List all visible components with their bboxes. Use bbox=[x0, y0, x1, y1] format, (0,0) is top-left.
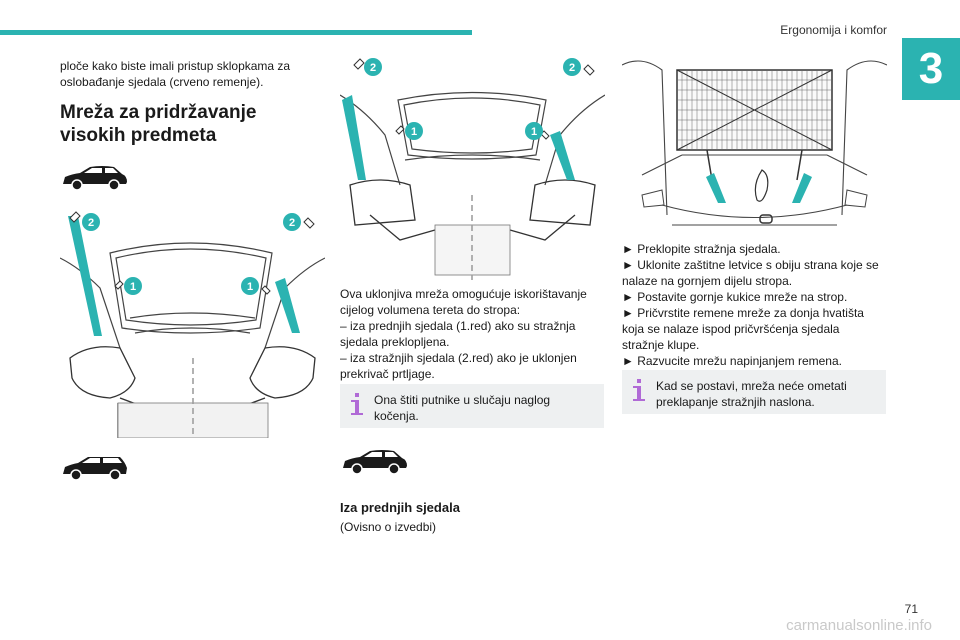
step-3: ► Postavite gornje kukice mreže na strop… bbox=[622, 290, 848, 304]
page-number: 71 bbox=[904, 602, 918, 616]
section-title: Mreža za pridržavanje visokih predmeta bbox=[60, 102, 257, 146]
info-note-text: Kad se postavi, mreža neće ometati prekl… bbox=[656, 379, 847, 409]
net-option-front: – iza prednjih sjedala (1.red) ako su st… bbox=[340, 319, 576, 349]
intro-text: ploče kako biste imali pristup sklopkama… bbox=[60, 59, 291, 89]
callout-2-right: 2 bbox=[289, 217, 295, 229]
step-1: ► Preklopite stražnja sjedala. bbox=[622, 242, 781, 256]
illustration-front-seats-net: 2 2 1 1 bbox=[60, 211, 325, 438]
chapter-number-tab: 3 bbox=[902, 38, 960, 100]
callout-1-right: 1 bbox=[531, 126, 537, 138]
callout-1-left: 1 bbox=[130, 281, 136, 293]
header-accent-bar bbox=[0, 30, 472, 35]
callout-2-right: 2 bbox=[569, 62, 575, 74]
step-2: ► Uklonite zaštitne letvice s obiju stra… bbox=[622, 258, 879, 288]
subsection-note: (Ovisno o izvedbi) bbox=[340, 520, 437, 534]
suv-car-icon bbox=[343, 450, 407, 475]
subsection-title: Iza prednjih sjedala bbox=[340, 500, 460, 515]
step-4: ► Pričvrstite remene mreže za donja hvat… bbox=[622, 306, 864, 352]
info-icon bbox=[351, 393, 363, 415]
info-note: Kad se postavi, mreža neće ometati prekl… bbox=[622, 370, 886, 414]
estate-car-icon bbox=[63, 457, 127, 481]
installation-steps: ► Preklopite stražnja sjedala. ► Uklonit… bbox=[622, 241, 884, 369]
callout-1-right: 1 bbox=[247, 281, 253, 293]
info-note: Ona štiti putnike u slučaju naglog kočen… bbox=[340, 384, 604, 428]
net-description: Ova uklonjiva mreža omogućuje iskorištav… bbox=[340, 287, 587, 317]
illustration-rear-seats-net: 2 2 1 1 bbox=[340, 58, 605, 280]
net-description-block: Ova uklonjiva mreža omogućuje iskorištav… bbox=[340, 286, 595, 382]
illustration-net-installation bbox=[622, 60, 887, 226]
info-note-text: Ona štiti putnike u slučaju naglog kočen… bbox=[374, 393, 551, 423]
step-5: ► Razvucite mrežu napinjanjem remena. bbox=[622, 354, 842, 368]
info-icon bbox=[633, 379, 645, 401]
chapter-title: Ergonomija i komfor bbox=[780, 23, 887, 37]
callout-1-left: 1 bbox=[411, 126, 417, 138]
suv-car-icon bbox=[63, 166, 127, 191]
callout-2-left: 2 bbox=[88, 217, 94, 229]
watermark: carmanualsonline.info bbox=[786, 617, 932, 634]
net-option-rear: – iza stražnjih sjedala (2.red) ako je u… bbox=[340, 351, 577, 381]
callout-2-left: 2 bbox=[370, 62, 376, 74]
